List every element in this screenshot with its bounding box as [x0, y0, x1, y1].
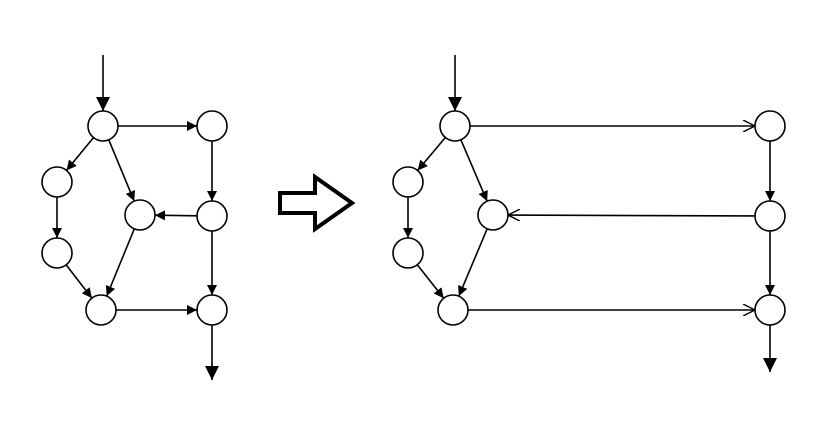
- left-graph-node-a: [87, 110, 119, 142]
- left-graph-node-e: [41, 237, 73, 269]
- right-graph-node-h: [754, 294, 786, 326]
- left-graph-node-d: [124, 199, 156, 231]
- right-graph-node-c: [392, 166, 424, 198]
- right-graph-node-e: [392, 237, 424, 269]
- right-graph-edge-a-c: [417, 136, 446, 172]
- left-graph-node-f: [85, 294, 117, 326]
- left-graph-edge-a-d: [108, 139, 136, 202]
- left-graph-node-g: [196, 200, 228, 232]
- right-graph-edge-e-f: [416, 264, 445, 299]
- right-graph-node-b: [754, 110, 786, 142]
- right-graph-node-g: [754, 200, 786, 232]
- right-graph-edge-g-d: [508, 215, 756, 216]
- transform-arrow-icon: [278, 173, 356, 233]
- left-graph-node-h: [196, 294, 228, 326]
- left-graph-edge-a-c: [65, 137, 95, 171]
- right-graph-node-f: [437, 294, 469, 326]
- left-graph-edge-d-f: [105, 228, 136, 297]
- left-graph-node-b: [196, 110, 228, 142]
- left-graph-edge-e-f: [65, 264, 93, 299]
- left-graph: [41, 55, 228, 380]
- right-graph-edge-a-d: [460, 139, 488, 202]
- left-graph-node-c: [41, 166, 73, 198]
- right-graph-edge-d-f: [458, 228, 488, 297]
- right-graph-node-d: [477, 199, 509, 231]
- right-graph: [392, 55, 786, 372]
- right-graph-node-a: [439, 110, 471, 142]
- left-graph-edge-g-d: [154, 210, 198, 221]
